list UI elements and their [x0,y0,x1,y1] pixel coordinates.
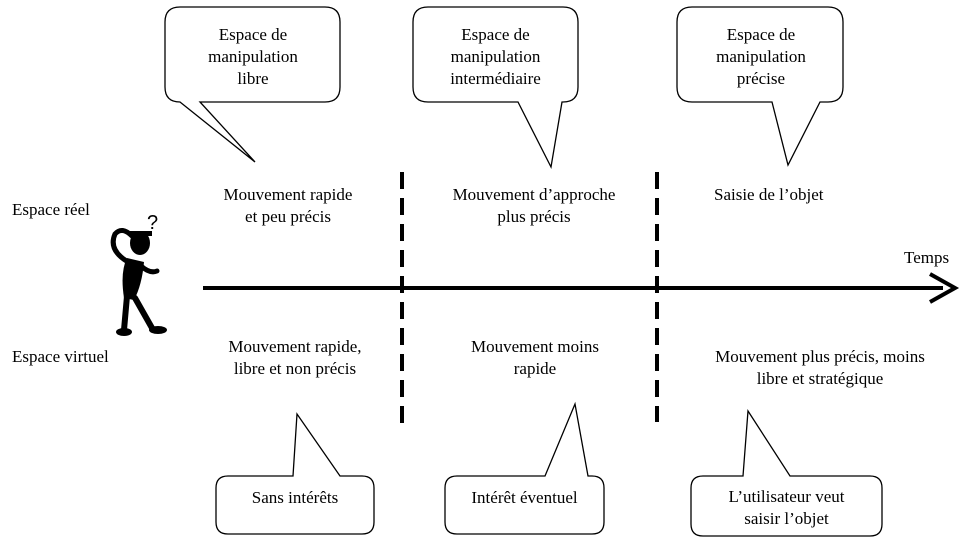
confused-person-icon [110,228,167,336]
bubble-shape-intermediaire [412,6,579,170]
axis-label-time: Temps [904,248,950,267]
bubble-shape-libre [164,6,341,163]
lower-text-2: Mouvement moins rapide [471,337,599,378]
upper-text-2: Mouvement d’approche plus précis [452,185,616,226]
upper-text-3: Saisie de l’objet [714,185,824,204]
bubble-sans-interets-text: Sans intérêts [251,488,339,507]
bubble-shape-sans-interets [215,412,375,535]
lower-text-1: Mouvement rapide, libre et non précis [228,337,362,378]
bubble-intermediaire-text: Espace de manipulation intermédiaire [450,25,541,88]
bubble-shape-precise [676,6,844,167]
lower-text-3: Mouvement plus précis, moins libre et st… [715,347,925,388]
bubble-libre-text: Espace de manipulation libre [208,25,298,88]
bubble-shape-interet-eventuel [444,401,605,535]
bubble-interet-eventuel-text: Intérêt éventuel [471,488,578,507]
question-mark: ? [147,212,159,234]
bubble-shape-utilisateur [690,409,883,537]
upper-text-1: Mouvement rapide et peu précis [223,185,353,226]
label-virtual-space: Espace virtuel [12,347,109,366]
label-real-space: Espace réel [12,200,90,219]
bubble-precise-text: Espace de manipulation précise [716,25,806,88]
time-axis-arrowhead [929,272,960,304]
bubble-utilisateur-text: L’utilisateur veut saisir l’objet [728,487,845,528]
